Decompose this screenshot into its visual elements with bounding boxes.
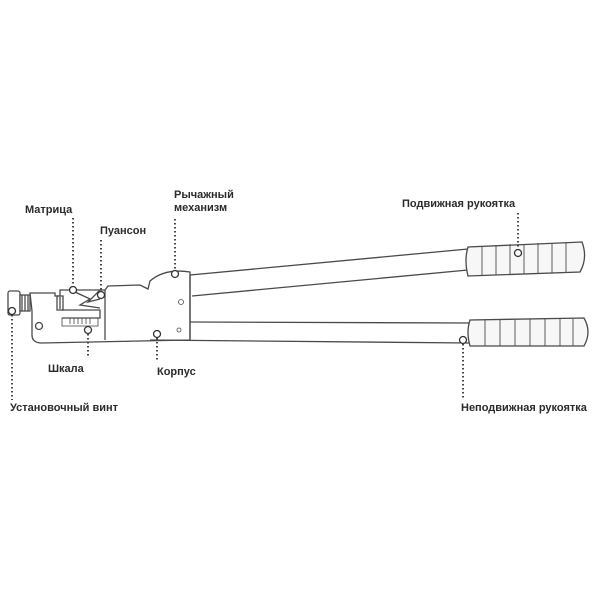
label-adjust-screw: Установочный винт — [10, 402, 118, 414]
fixed-handle — [149, 317, 589, 347]
label-movable-handle: Подвижная рукоятка — [402, 198, 516, 210]
marker-matrix — [68, 285, 78, 295]
tool-body — [29, 270, 191, 344]
marker-fixed-handle — [458, 335, 468, 345]
label-body: Корпус — [157, 366, 196, 378]
marker-punch — [96, 290, 106, 300]
marker-adjust-screw — [7, 306, 17, 316]
marker-body — [152, 329, 162, 339]
label-lever: Рычажный механизм — [174, 189, 234, 215]
marker-lever — [170, 269, 180, 279]
movable-handle — [189, 241, 586, 297]
marker-scale — [83, 325, 93, 335]
marker-movable-handle — [513, 248, 523, 258]
label-fixed-handle: Неподвижная рукоятка — [461, 402, 587, 414]
label-lever-line1: Рычажный — [174, 189, 234, 201]
label-scale: Шкала — [48, 363, 84, 375]
label-lever-line2: механизм — [174, 202, 228, 214]
leader-lines — [11, 213, 519, 400]
marker-circles — [7, 248, 523, 345]
label-matrix: Матрица — [25, 204, 73, 216]
label-punch: Пуансон — [100, 225, 147, 237]
